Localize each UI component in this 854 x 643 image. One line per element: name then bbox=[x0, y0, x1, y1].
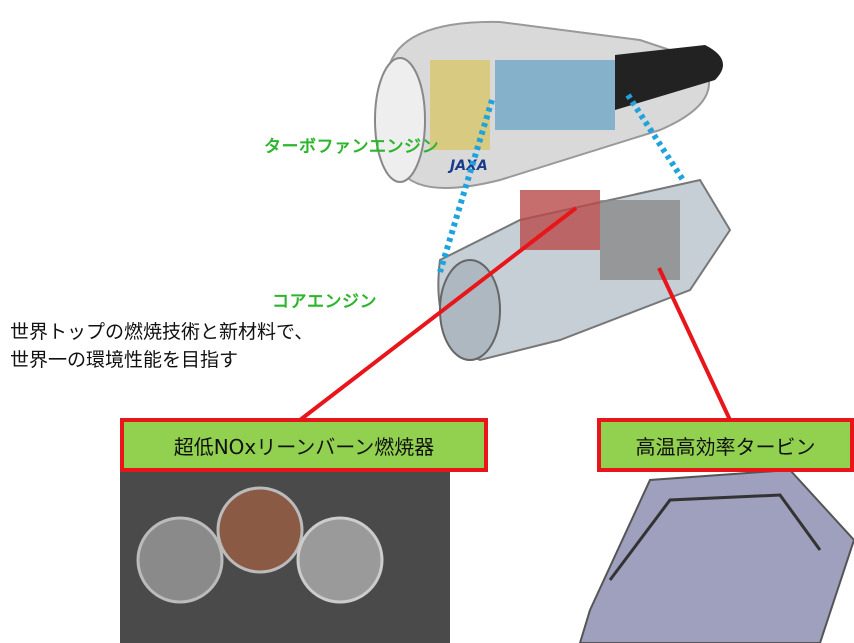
connector-left bbox=[437, 99, 495, 273]
pointer-turbine bbox=[657, 267, 732, 421]
jaxa-logo: JAXA bbox=[447, 158, 488, 174]
connector-right bbox=[625, 93, 686, 182]
combustor-photo bbox=[120, 470, 450, 643]
pointer-combustor bbox=[298, 206, 578, 422]
turbine-callout: 高温高効率タービン bbox=[597, 418, 854, 472]
turbofan-engine-image: JAXA bbox=[374, 20, 723, 189]
caption-line-1: 世界トップの燃焼技術と新材料で、 bbox=[10, 321, 314, 343]
caption: 世界トップの燃焼技術と新材料で、 世界一の環境性能を目指す bbox=[10, 318, 313, 374]
caption-line-2: 世界一の環境性能を目指す bbox=[10, 349, 239, 371]
core-engine-image bbox=[437, 178, 732, 362]
core-engine-label: コアエンジン bbox=[272, 292, 377, 312]
turbine-blades-image bbox=[578, 468, 854, 643]
combustor-callout: 超低NOxリーンバーン燃焼器 bbox=[120, 418, 488, 472]
turbofan-engine-label: ターボファンエンジン bbox=[264, 137, 439, 157]
